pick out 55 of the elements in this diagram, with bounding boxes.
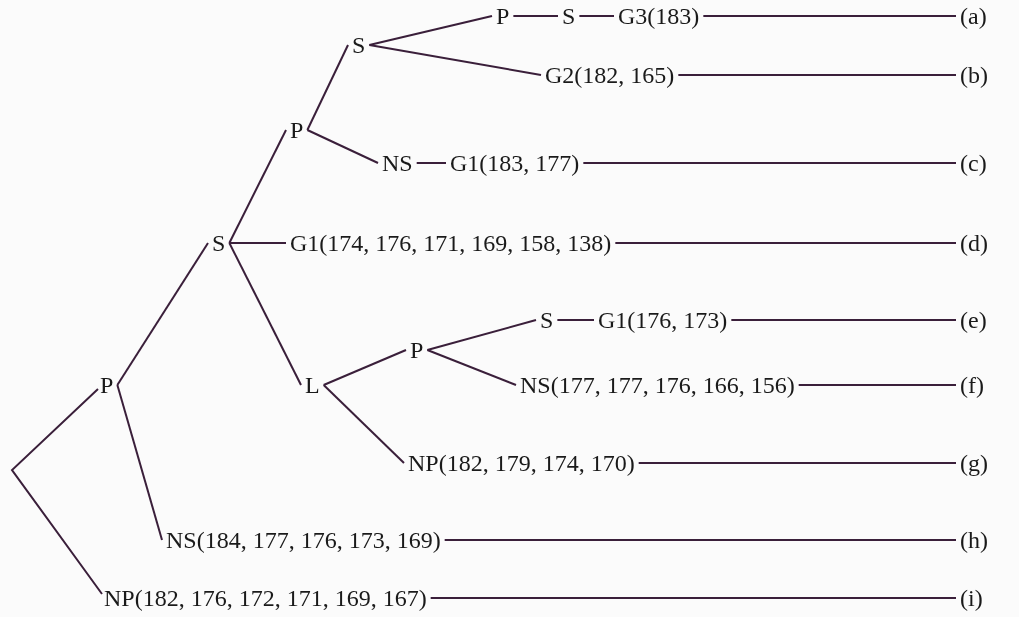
- branch-line: [443, 539, 957, 541]
- branch-line: [582, 162, 957, 164]
- branch-line: [677, 74, 957, 76]
- node-label: NS(184, 177, 176, 173, 169): [166, 526, 441, 554]
- node-label: NP(182, 179, 174, 170): [408, 449, 635, 477]
- node-label: NS: [382, 149, 413, 177]
- branch-line: [228, 242, 287, 244]
- node-label: S: [212, 229, 226, 257]
- branch-line: [637, 462, 957, 464]
- node-label: (f): [960, 371, 984, 399]
- branch-line: [368, 15, 493, 46]
- node-label: G1(174, 176, 171, 169, 158, 138): [290, 229, 612, 257]
- branch-line: [322, 384, 405, 464]
- branch-line: [10, 388, 103, 595]
- node-label: (e): [960, 306, 987, 334]
- branch-line: [426, 349, 517, 386]
- node-label: (g): [960, 449, 988, 477]
- node-label: (d): [960, 229, 988, 257]
- branch-line: [415, 162, 447, 164]
- branch-line: [578, 15, 615, 17]
- node-label: NP(182, 176, 172, 171, 169, 167): [104, 584, 427, 612]
- node-label: (i): [960, 584, 983, 612]
- node-label: (a): [960, 2, 987, 30]
- branch-line: [556, 319, 595, 321]
- branch-line: [228, 242, 302, 386]
- branch-line: [730, 319, 957, 321]
- branch-line: [797, 384, 957, 386]
- node-label: L: [305, 371, 320, 399]
- node-label: P: [100, 371, 114, 399]
- branch-line: [702, 15, 957, 17]
- node-label: G1(176, 173): [598, 306, 728, 334]
- branch-line: [306, 44, 349, 131]
- branch-line: [426, 319, 537, 351]
- branch-line: [116, 242, 209, 386]
- branch-line: [306, 129, 379, 164]
- branch-line: [368, 44, 542, 76]
- node-label: S: [540, 306, 554, 334]
- node-label: P: [290, 116, 304, 144]
- node-label: P: [496, 2, 510, 30]
- branch-line: [429, 597, 957, 599]
- branch-line: [228, 129, 287, 244]
- node-label: S: [562, 2, 576, 30]
- node-label: (c): [960, 149, 987, 177]
- node-label: P: [410, 336, 424, 364]
- branch-line: [322, 349, 407, 386]
- branch-line: [614, 242, 957, 244]
- node-label: G3(183): [618, 2, 700, 30]
- node-label: G1(183, 177): [450, 149, 580, 177]
- branch-line: [116, 384, 163, 541]
- node-label: NS(177, 177, 176, 166, 156): [520, 371, 795, 399]
- node-label: (b): [960, 61, 988, 89]
- node-label: (h): [960, 526, 988, 554]
- node-label: G2(182, 165): [545, 61, 675, 89]
- branch-line: [512, 15, 559, 17]
- node-label: S: [352, 31, 366, 59]
